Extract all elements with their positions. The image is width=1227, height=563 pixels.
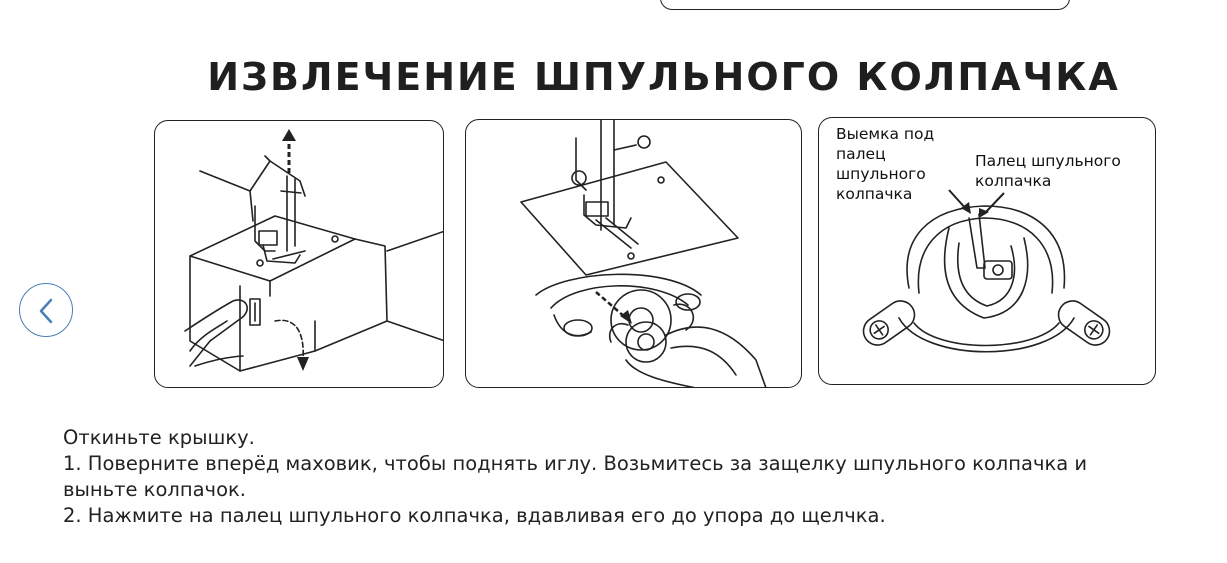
- figure-bobbin-case-finger: Выемка под палец шпульного колпачка Пале…: [818, 117, 1156, 385]
- chevron-left-icon: [39, 298, 53, 324]
- instruction-step-2: 2. Нажмите на палец шпульного колпачка, …: [63, 504, 886, 527]
- instruction-intro: Откиньте крышку.: [63, 426, 255, 449]
- callout-bobbin-case-notch: Выемка под палец шпульного колпачка: [836, 125, 935, 203]
- figure-remove-bobbin-case: [465, 119, 802, 388]
- bobbin-case-removal-illustration: [520, 120, 767, 387]
- previous-page-button[interactable]: [19, 283, 73, 337]
- bobbin-case-finger-illustration: [862, 189, 1111, 353]
- sewing-machine-cover-illustration: [184, 129, 443, 372]
- page-title: ИЗВЛЕЧЕНИЕ ШПУЛЬНОГО КОЛПАЧКА: [207, 55, 1120, 100]
- instructions-text: Откиньте крышку. 1. Поверните вперёд мах…: [63, 425, 1163, 529]
- figure-open-cover: [154, 120, 444, 388]
- callout-bobbin-case-finger: Палец шпульного колпачка: [975, 152, 1121, 190]
- top-tab-frame: [660, 0, 1070, 10]
- instruction-step-1: 1. Поверните вперёд маховик, чтобы подня…: [63, 452, 1088, 501]
